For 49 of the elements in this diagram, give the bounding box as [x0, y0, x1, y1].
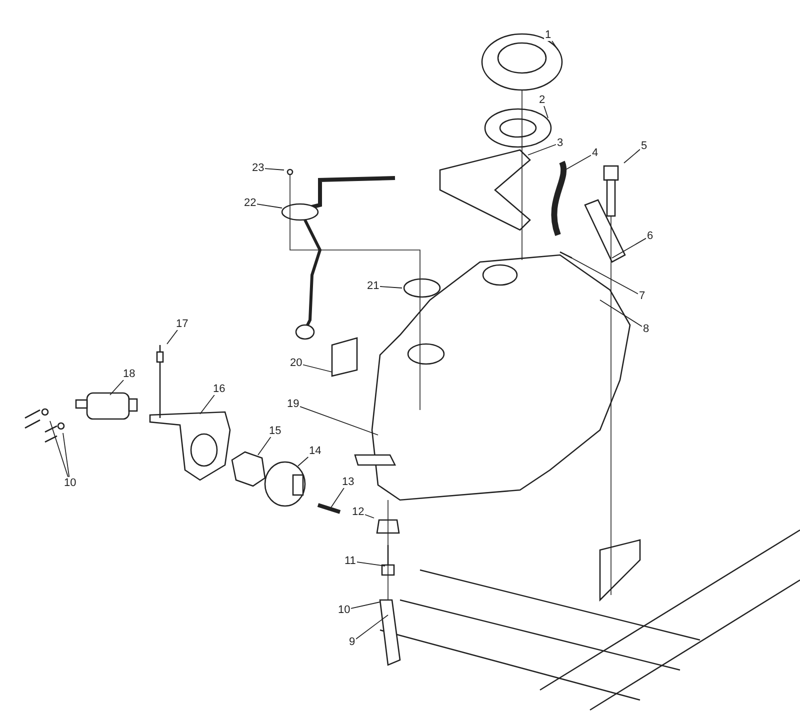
callout-number: 3 [556, 137, 564, 149]
callout-number: 22 [243, 197, 258, 209]
leader-line [258, 436, 272, 456]
leader-line [62, 432, 70, 478]
leader-line [552, 40, 558, 50]
callout-number: 2 [538, 94, 546, 106]
leader-line [256, 204, 282, 208]
callout-number: 20 [289, 357, 304, 369]
leader-line [544, 106, 548, 118]
leader-line [364, 514, 374, 518]
leader-line [200, 394, 215, 414]
leader-line [624, 148, 640, 164]
callout-number: 21 [366, 280, 380, 292]
leader-line [528, 144, 556, 156]
callout-number: 5 [640, 140, 648, 152]
leader-line [356, 561, 386, 566]
leader-line [298, 456, 309, 466]
leader-line [264, 168, 284, 170]
leader-line [50, 420, 69, 478]
callout-number: 7 [638, 290, 646, 302]
callout-number: 18 [122, 368, 136, 380]
callout-number: 13 [341, 476, 356, 488]
callout-number: 12 [351, 506, 366, 518]
callout-number: 23 [251, 162, 266, 174]
callout-number: 10 [337, 604, 352, 616]
callout-number: 4 [591, 147, 600, 159]
callout-number: 8 [642, 323, 650, 335]
leader-line [300, 406, 378, 436]
leader-line [110, 380, 124, 396]
callout-number: 11 [344, 555, 357, 567]
leader-line [568, 256, 638, 294]
callout-number: 6 [646, 230, 654, 242]
leader-line [564, 154, 592, 170]
callout-number: 16 [212, 383, 226, 395]
leader-line [612, 238, 646, 258]
callout-number: 19 [286, 398, 300, 410]
callout-number: 10 [63, 477, 78, 489]
leader-line [302, 364, 332, 372]
leader-line [166, 330, 178, 344]
leader-line [350, 602, 380, 609]
callout-number: 15 [268, 425, 282, 437]
leader-line [380, 286, 402, 288]
callout-number: 14 [308, 445, 322, 457]
callout-number: 1 [544, 29, 552, 41]
leader-line [330, 488, 344, 510]
leader-line [356, 614, 388, 640]
callout-number: 17 [175, 318, 190, 330]
callout-number: 9 [348, 636, 356, 648]
leader-line [600, 300, 642, 327]
